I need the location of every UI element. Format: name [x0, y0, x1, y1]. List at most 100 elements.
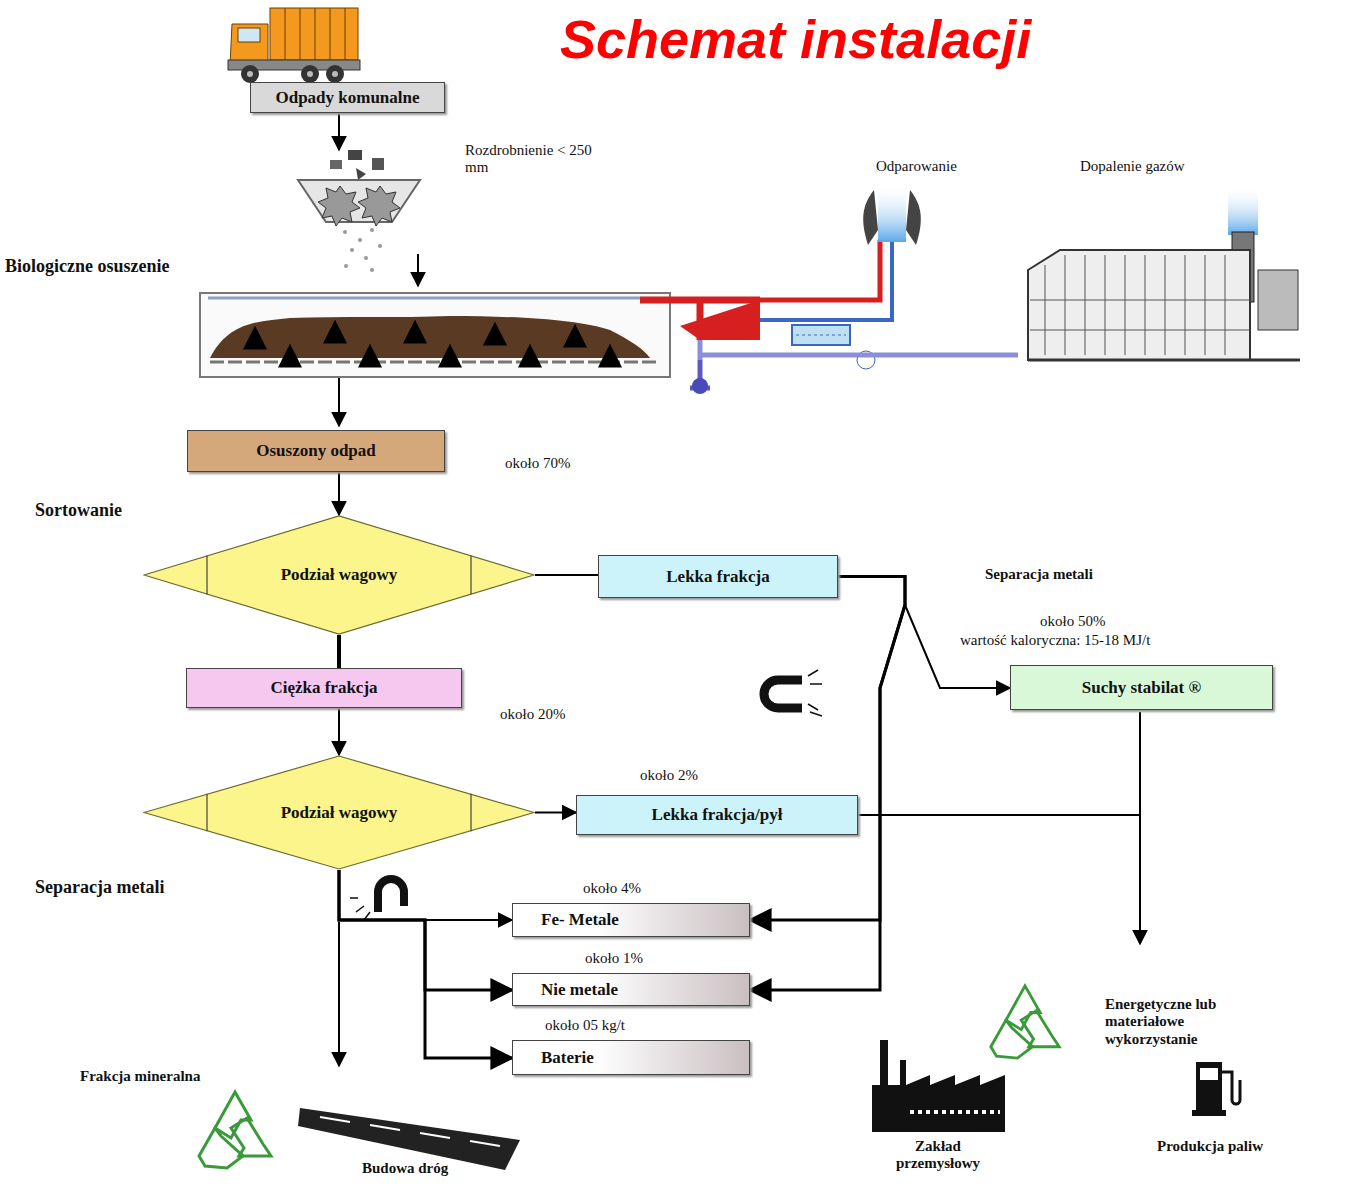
process-box: Osuszony odpad: [187, 430, 445, 472]
drying-tunnel: [529, 346, 532, 358]
garbage-truck: [332, 71, 338, 77]
afterburner-unit: [1028, 250, 1250, 360]
annotation-label: Budowa dróg: [362, 1160, 448, 1177]
air-circuit: [698, 340, 703, 360]
shredder: [348, 150, 362, 160]
factory-icon: [872, 1040, 1005, 1132]
afterburner-unit: [1228, 185, 1258, 235]
flow-line: [339, 712, 1140, 1066]
flow-connector: [339, 870, 512, 1058]
road-icon: [320, 1117, 500, 1146]
air-circuit: [700, 353, 1018, 358]
output-box: Nie metale: [512, 973, 750, 1006]
annotation-label: Sortowanie: [35, 500, 122, 521]
shredder: [358, 238, 362, 242]
node-text: Fe- Metale: [541, 910, 619, 930]
process-box: Lekka frakcja/pył: [576, 795, 858, 835]
factory-icon: [872, 1040, 1005, 1132]
drying-tunnel: [449, 346, 452, 358]
shredder: [370, 228, 374, 232]
fuel-pump-icon: [1196, 1062, 1222, 1112]
annotation-label: około 1%: [585, 950, 643, 967]
annotation-label: Separacja metali: [35, 877, 164, 898]
afterburner-unit: [1028, 359, 1300, 362]
annotation-label: Rozdrobnienie < 250 mm: [465, 142, 615, 177]
flow-connector: [535, 574, 598, 576]
air-circuit: [760, 240, 892, 320]
evaporation-vent: [906, 190, 921, 245]
annotation-label: około 2%: [640, 767, 698, 784]
annotation-label: Biologiczne osuszenie: [5, 256, 170, 277]
magnet-symbol: [350, 898, 370, 920]
page-title: Schemat instalacji: [560, 8, 1031, 70]
magnet-symbol: [808, 670, 822, 716]
node-text: Lekka frakcja/pył: [652, 805, 783, 825]
shredder: [350, 248, 354, 252]
annotation-label: Produkcja paliw: [1150, 1138, 1270, 1155]
afterburner-unit: [1028, 185, 1300, 360]
drying-tunnel: [254, 328, 257, 345]
drying-tunnel: [494, 324, 497, 342]
flow-line: [858, 814, 1140, 816]
drying-tunnel: [290, 346, 610, 358]
drying-tunnel: [369, 346, 372, 358]
flow-connector: [750, 577, 905, 921]
drying-tunnel: [338, 378, 340, 426]
process-box: Lekka frakcja: [598, 555, 838, 598]
air-circuit: [640, 240, 1018, 394]
decision-diamond: Podział wagowy: [143, 515, 535, 635]
output-box: Fe- Metale: [512, 903, 750, 937]
shredder: [344, 264, 348, 268]
garbage-truck: [285, 8, 345, 60]
annotation-label: Energetyczne lub materiałowe wykorzystan…: [1105, 996, 1265, 1048]
annotation-label: około 4%: [583, 880, 641, 897]
magnet-symbol: [350, 879, 404, 920]
flow-connector: [535, 812, 576, 814]
fuel-pump-icon: [1192, 1062, 1240, 1116]
flow-connector: [338, 708, 340, 755]
air-circuit: [692, 378, 708, 394]
flow-connector: [339, 870, 512, 920]
drying-tunnel: [210, 316, 650, 358]
diamond-shape: [144, 516, 534, 634]
drying-tunnel: [334, 322, 337, 340]
evaporation-vent: [863, 190, 878, 245]
annotation-label: około 70%: [505, 455, 570, 472]
evaporation-vent: [878, 182, 906, 242]
annotation-label: około 05 kg/t: [545, 1017, 625, 1034]
annotation-label: Odparowanie: [876, 158, 957, 175]
magnet-symbol: [764, 680, 802, 708]
shredder: [358, 186, 400, 226]
annotation-label: około 50%: [1040, 613, 1105, 630]
afterburner-unit: [1045, 255, 1225, 355]
diamond-inner-rule: [207, 555, 471, 594]
drying-tunnel: [574, 326, 577, 344]
shredder: [330, 160, 342, 169]
afterburner-unit: [1030, 300, 1250, 330]
shredder: [343, 228, 382, 272]
fuel-pump-icon: [1192, 1110, 1226, 1116]
air-circuit: [792, 325, 850, 345]
drying-tunnel: [414, 322, 417, 340]
annotation-label: Dopalenie gazów: [1080, 158, 1185, 175]
shredder: [338, 114, 340, 150]
recycle-symbol: [199, 1092, 271, 1168]
drying-tunnel: [255, 322, 575, 345]
decision-diamond: Podział wagowy: [143, 755, 535, 870]
node-text: Osuszony odpad: [256, 441, 376, 461]
recycle-symbol: [991, 986, 1059, 1058]
garbage-truck: [228, 8, 360, 83]
drying-tunnel: [210, 361, 660, 364]
air-circuit: [740, 240, 880, 300]
garbage-truck: [326, 65, 344, 83]
annotation-label: Zakład przemysłowy: [872, 1138, 1004, 1173]
shredder: [364, 256, 368, 260]
factory-icon: [910, 1110, 1000, 1114]
shredder: [343, 230, 347, 234]
garbage-truck: [238, 28, 260, 42]
shredder: [372, 158, 384, 170]
recycle-symbol: [991, 986, 1059, 1058]
diamond-inner-rule: [207, 794, 471, 832]
node-text: Podział wagowy: [281, 803, 398, 823]
